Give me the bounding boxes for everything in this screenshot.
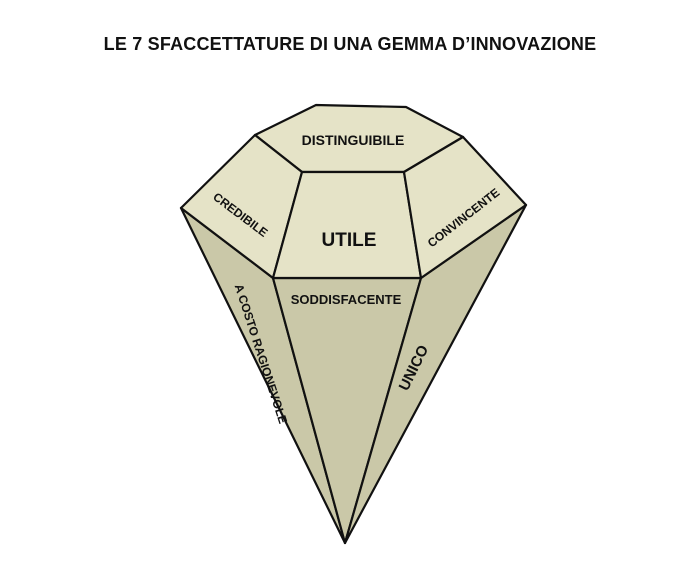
label-center: UTILE <box>322 230 377 251</box>
page-title: LE 7 SFACCETTATURE DI UNA GEMMA D’INNOVA… <box>103 34 597 54</box>
label-bottom-center: SODDISFACENTE <box>291 292 402 307</box>
label-top: DISTINGUIBILE <box>302 132 405 148</box>
facet-right-upper <box>402 135 528 280</box>
